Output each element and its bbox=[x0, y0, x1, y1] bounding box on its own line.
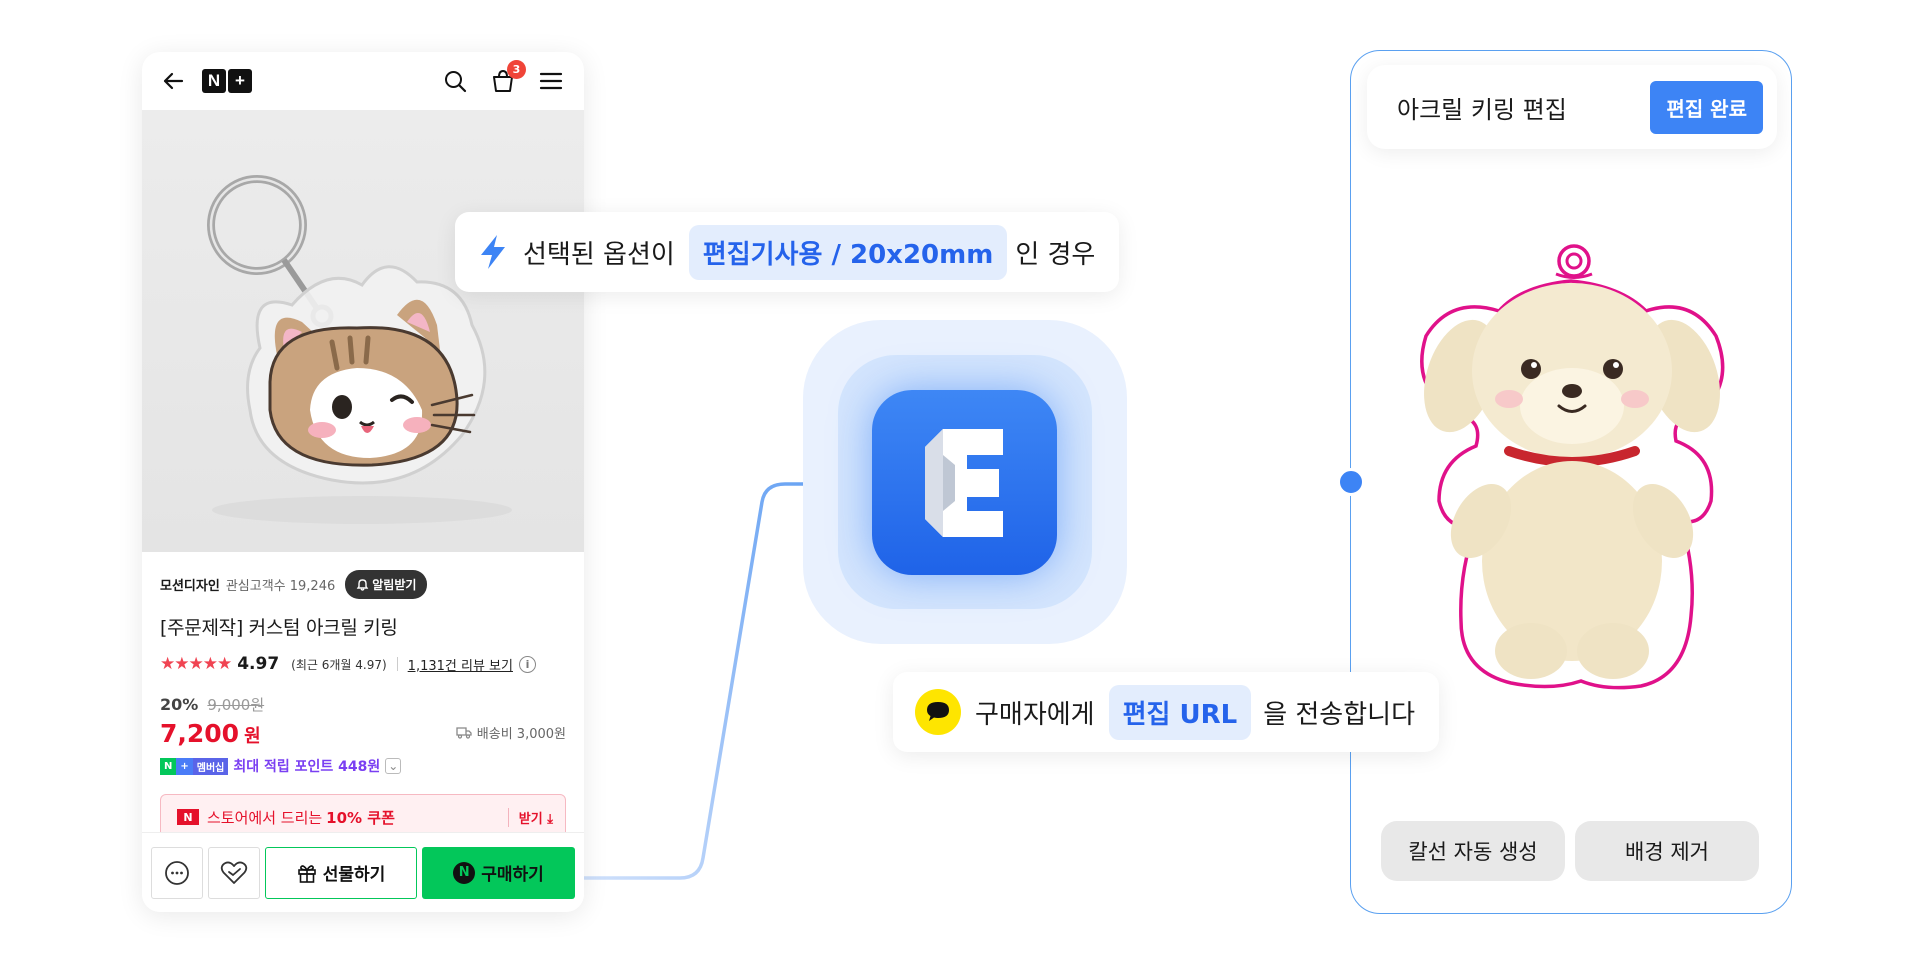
send-url-callout: 구매자에게 편집 URL 을 전송합니다 bbox=[893, 672, 1439, 752]
max-point-text: 최대 적립 포인트 448원 bbox=[233, 759, 381, 775]
editor-header: 아크릴 키링 편집 편집 완료 bbox=[1367, 65, 1777, 149]
naver-plus-logo[interactable]: N + bbox=[202, 69, 254, 93]
store-logo-icon: N bbox=[177, 809, 199, 825]
chat-bubble-icon bbox=[165, 860, 189, 885]
coupon-amount: 10% 쿠폰 bbox=[326, 808, 395, 827]
option-prefix: 선택된 옵션이 bbox=[523, 239, 675, 270]
cat-keyring-illustration bbox=[207, 175, 512, 524]
option-chip: 편집기사용 / 20x20mm bbox=[688, 224, 1008, 280]
back-button[interactable] bbox=[156, 64, 190, 98]
logo-n: N bbox=[202, 69, 226, 93]
keyring-editor-panel: 아크릴 키링 편집 편집 완료 bbox=[1350, 50, 1792, 914]
search-icon bbox=[445, 71, 467, 93]
buy-label: 구매하기 bbox=[481, 865, 544, 885]
bell-icon bbox=[356, 579, 369, 591]
menu-button[interactable] bbox=[534, 64, 568, 98]
gift-icon bbox=[297, 864, 316, 883]
alarm-label: 알림받기 bbox=[372, 578, 417, 592]
remove-background-button[interactable]: 배경 제거 bbox=[1575, 821, 1759, 881]
alarm-button[interactable]: 알림받기 bbox=[345, 570, 428, 599]
cart-count-badge: 3 bbox=[507, 60, 526, 79]
editor-app-icon bbox=[872, 390, 1057, 575]
auto-outline-button[interactable]: 칼선 자동 생성 bbox=[1381, 821, 1565, 881]
editor-canvas[interactable] bbox=[1391, 241, 1753, 711]
gift-button[interactable]: 선물하기 bbox=[265, 846, 417, 899]
info-icon[interactable]: i bbox=[518, 655, 536, 673]
divider bbox=[396, 657, 398, 671]
puppy-keyring-preview bbox=[1420, 244, 1725, 690]
letter-e-logo-icon bbox=[924, 428, 1003, 537]
editor-actions: 칼선 자동 생성 배경 제거 bbox=[1381, 821, 1759, 881]
chat-button[interactable] bbox=[151, 846, 203, 899]
option-suffix: 인 경우 bbox=[1015, 239, 1096, 270]
send-suffix: 을 전송합니다 bbox=[1263, 699, 1415, 730]
product-page-header: N + 3 bbox=[142, 52, 584, 110]
original-price: 9,000원 bbox=[207, 696, 265, 714]
logo-plus: + bbox=[228, 69, 252, 93]
shipping-info: 배송비 3,000원 bbox=[456, 723, 566, 742]
kakao-talk-icon bbox=[915, 689, 961, 735]
badge-plus: + bbox=[176, 757, 193, 775]
send-prefix: 구매자에게 bbox=[975, 699, 1095, 730]
arrow-left-icon bbox=[163, 72, 184, 90]
coupon-text: 스토어에서 드리는 bbox=[207, 808, 323, 827]
badge-n: N bbox=[160, 757, 177, 775]
product-info: 모션디자인 관심고객수 19,246 알림받기 [주문제작] 커스텀 아크릴 키… bbox=[142, 552, 584, 840]
point-row[interactable]: N + 멤버십 최대 적립 포인트 448원 ⌄ bbox=[160, 756, 566, 776]
shipping-fee: 배송비 3,000원 bbox=[476, 727, 566, 742]
option-condition-callout: 선택된 옵션이 편집기사용 / 20x20mm 인 경우 bbox=[455, 212, 1119, 292]
rating-value: 4.97 bbox=[237, 654, 280, 674]
badge-membership: 멤버십 bbox=[192, 757, 229, 775]
price-unit: 원 bbox=[244, 726, 261, 747]
bottom-action-bar: 선물하기 N 구매하기 bbox=[142, 832, 584, 912]
rating-row: ★★★★★ 4.97 (최근 6개월 4.97) 1,131건 리뷰 보기 i bbox=[160, 654, 566, 674]
discount-rate: 20% bbox=[160, 695, 199, 714]
review-link[interactable]: 1,131건 리뷰 보기 bbox=[407, 658, 513, 674]
sale-price: 7,200 bbox=[160, 719, 240, 748]
price-block: 20% 9,000원 7,200 원 배송비 3,000원 bbox=[160, 694, 566, 748]
chevron-down-icon[interactable]: ⌄ bbox=[385, 758, 402, 774]
cart-button[interactable]: 3 bbox=[486, 60, 526, 98]
shopping-bag-icon bbox=[493, 69, 513, 92]
rating-stars: ★★★★★ bbox=[160, 654, 232, 674]
fan-count: 관심고객수 19,246 bbox=[225, 579, 336, 594]
edit-done-button[interactable]: 편집 완료 bbox=[1650, 80, 1763, 134]
seller-row: 모션디자인 관심고객수 19,246 알림받기 bbox=[160, 570, 566, 599]
connector-endpoint-dot bbox=[1337, 468, 1365, 496]
membership-badges: N + 멤버십 bbox=[160, 757, 229, 775]
truck-icon bbox=[456, 727, 472, 739]
lightning-bolt-icon bbox=[481, 235, 505, 269]
download-icon: ⤓ bbox=[547, 811, 553, 827]
product-image[interactable] bbox=[142, 110, 584, 552]
coupon-receive-label: 받기 bbox=[518, 811, 543, 827]
hamburger-menu-icon bbox=[539, 72, 563, 90]
search-button[interactable] bbox=[438, 64, 472, 98]
connector-phone-to-app bbox=[584, 482, 880, 880]
speech-bubble-icon bbox=[927, 702, 949, 721]
seller-name[interactable]: 모션디자인 bbox=[160, 579, 220, 594]
rating-recent: (최근 6개월 4.97) bbox=[291, 657, 387, 672]
naver-pay-icon: N bbox=[453, 861, 476, 884]
buy-button[interactable]: N 구매하기 bbox=[422, 846, 575, 899]
gift-label: 선물하기 bbox=[322, 865, 386, 885]
wishlist-button[interactable] bbox=[208, 846, 260, 899]
product-title: [주문제작] 커스텀 아크릴 키링 bbox=[160, 617, 398, 639]
product-page-phone: N + 3 bbox=[142, 52, 584, 912]
send-chip: 편집 URL bbox=[1108, 684, 1252, 740]
heart-icon bbox=[220, 861, 248, 884]
coupon-receive-button[interactable]: 받기 ⤓ bbox=[507, 807, 553, 827]
editor-title: 아크릴 키링 편집 bbox=[1397, 95, 1567, 124]
